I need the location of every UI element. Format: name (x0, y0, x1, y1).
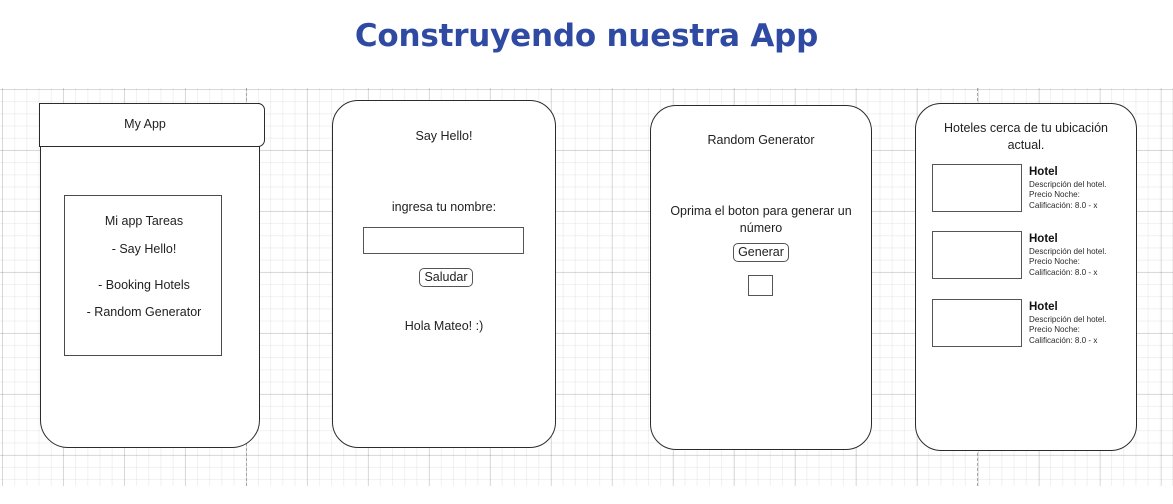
hotel-price: Precio Noche: (1029, 190, 1080, 200)
tasks-card-heading: Mi app Tareas (104, 214, 184, 228)
hotel-rating: Calificación: 8.0 - x (1029, 335, 1098, 345)
say-hello-screen-title: Say Hello! (415, 129, 473, 143)
page-title: Construyendo nuestra App (354, 18, 819, 54)
hotel-price: Precio Noche: (1029, 325, 1080, 335)
generar-button[interactable]: Generar (733, 243, 789, 262)
random-generator-instruction: Oprima el boton para generar un número (670, 204, 852, 235)
saludar-button[interactable]: Saludar (419, 268, 473, 287)
hotel-description: Descripción del hotel. (1029, 247, 1107, 256)
hotel-rating: Calificación: 8.0 - x (1029, 200, 1098, 210)
hotel-name: Hotel (1029, 166, 1058, 178)
hotel-list-item[interactable]: Hotel Descripción del hotel. Precio Noch… (1029, 166, 1106, 211)
task-item-booking-hotels[interactable]: - Booking Hotels (98, 278, 190, 292)
hotel-price: Precio Noche: (1029, 257, 1080, 267)
hotel-name: Hotel (1029, 233, 1058, 245)
random-number-result-box (748, 275, 773, 296)
task-item-say-hello[interactable]: - Say Hello! (111, 242, 177, 256)
hotel-image-placeholder (932, 299, 1022, 347)
hotel-description: Descripción del hotel. (1029, 180, 1107, 189)
hotel-list-item[interactable]: Hotel Descripción del hotel. Precio Noch… (1029, 233, 1106, 278)
hotels-screen-title: Hoteles cerca de tu ubicación actual. (944, 121, 1108, 152)
app-header-title: My App (124, 117, 166, 131)
random-generator-screen-title: Random Generator (707, 133, 815, 147)
hotel-image-placeholder (932, 164, 1022, 212)
hotel-image-placeholder (932, 231, 1022, 279)
task-item-random-generator[interactable]: - Random Generator (86, 305, 202, 319)
app-header-bar: My App (39, 103, 265, 147)
hotel-name: Hotel (1029, 301, 1058, 313)
name-input[interactable] (363, 227, 524, 254)
hotel-description: Descripción del hotel. (1029, 315, 1107, 324)
hotel-list-item[interactable]: Hotel Descripción del hotel. Precio Noch… (1029, 301, 1106, 346)
hotel-rating: Calificación: 8.0 - x (1029, 267, 1098, 277)
greeting-result-text: Hola Mateo! :) (404, 319, 484, 333)
tasks-card: Mi app Tareas - Say Hello! - Booking Hot… (64, 195, 222, 356)
name-input-label: ingresa tu nombre: (391, 200, 497, 214)
